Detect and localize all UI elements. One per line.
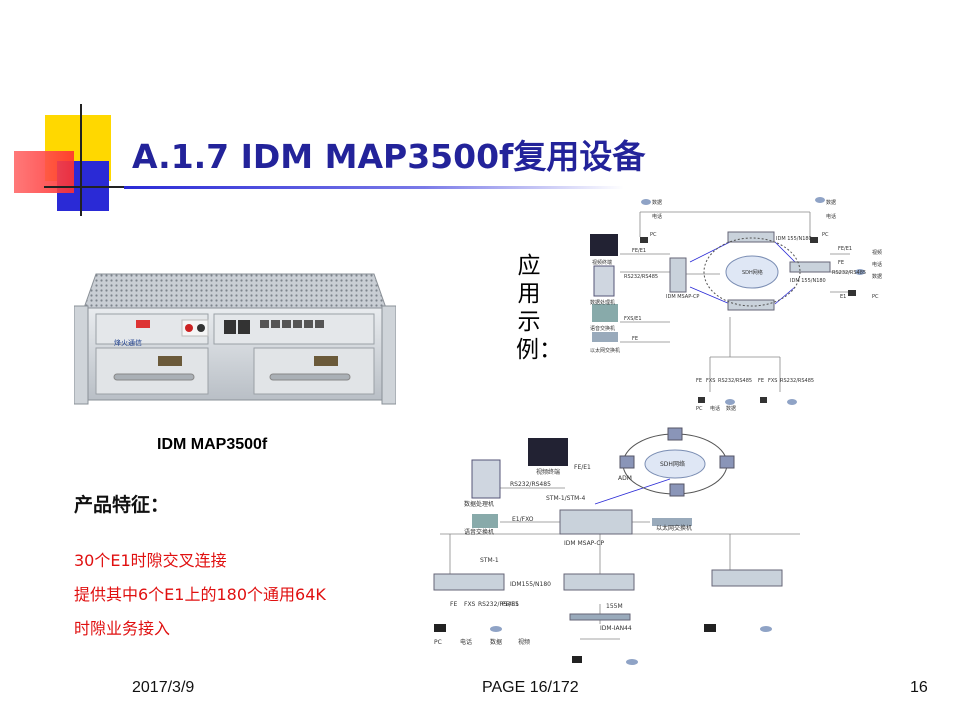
feature-item-3: 时隙业务接入 [74,619,171,638]
svg-text:FE/E1: FE/E1 [838,246,852,252]
features-heading: 产品特征： [74,494,170,516]
svg-text:ADM: ADM [618,475,632,482]
svg-text:E1/FXO: E1/FXO [512,516,534,523]
svg-text:数据: 数据 [490,638,502,646]
footer-date: 2017/3/9 [132,679,195,696]
svg-text:视频终端: 视频终端 [592,259,612,266]
svg-text:以太网交换机: 以太网交换机 [656,524,692,532]
svg-text:FE/E1: FE/E1 [632,248,646,254]
svg-text:FE: FE [838,260,844,266]
ethernet-switch-icon [592,332,618,342]
node-left-icon [433,573,505,591]
video-terminal-icon [528,438,568,466]
svg-text:RS232/RS485: RS232/RS485 [478,601,519,608]
svg-text:数据: 数据 [726,405,736,412]
svg-text:PC: PC [822,232,829,238]
svg-text:FE: FE [758,378,764,384]
svg-text:RS232/RS485: RS232/RS485 [510,481,551,488]
svg-text:数据处理机: 数据处理机 [464,500,494,508]
svg-text:IDM 155/N180: IDM 155/N180 [790,278,826,284]
decor-horizontal-line [44,186,144,188]
svg-text:数据: 数据 [826,199,836,206]
footer-slide-number: 16 [910,679,928,696]
svg-text:IDM-IAN44: IDM-IAN44 [600,625,632,632]
voice-switch-icon [472,514,498,528]
svg-text:视频终端: 视频终端 [536,468,560,476]
svg-text:电话: 电话 [652,213,662,220]
svg-text:FXS: FXS [464,601,476,608]
svg-text:语音交换机: 语音交换机 [464,528,494,536]
svg-text:FE/E1: FE/E1 [502,601,519,608]
svg-text:IDM155/N180: IDM155/N180 [510,581,551,588]
voice-switch-icon [592,304,618,322]
node-right-icon [789,261,831,273]
svg-text:FE: FE [696,378,702,384]
svg-text:视频: 视频 [872,249,882,256]
device-caption: IDM MAP3500f [157,436,268,453]
svg-text:IDM 155/N180: IDM 155/N180 [776,236,812,242]
application-label: 应用示例： [516,253,562,363]
svg-text:数据处理机: 数据处理机 [590,299,615,306]
svg-text:155M: 155M [606,603,623,610]
device-brand: 烽火通信 [114,338,142,347]
svg-text:FXS: FXS [706,378,715,384]
svg-text:电话: 电话 [826,213,836,220]
server-icon [471,459,501,499]
svg-text:PC: PC [434,639,442,646]
svg-text:视频: 视频 [518,638,530,646]
network-diagram-1: 数据 电话 PC 数据 电话 PC 视频终端 数据处理机 语音交换机 以太网交换… [590,197,882,412]
svg-text:STM-1/STM-4: STM-1/STM-4 [546,495,585,502]
svg-text:IDM MSAP-CP: IDM MSAP-CP [564,540,605,547]
svg-text:E1: E1 [840,294,846,300]
ethernet-switch-icon [652,518,692,526]
server-icon [593,265,615,297]
node-center-icon [563,573,635,591]
svg-text:数据: 数据 [652,199,662,206]
svg-text:SDH网络: SDH网络 [660,460,685,468]
feature-item-2: 提供其中6个E1上的180个通用64K [74,585,326,604]
svg-text:STM-1: STM-1 [480,557,499,564]
ian-device-icon [569,613,631,621]
svg-text:电话: 电话 [460,638,472,646]
msap-device-icon [669,257,687,293]
svg-text:RS232/RS485: RS232/RS485 [624,274,658,280]
svg-text:FE: FE [450,601,457,608]
sdh-cloud-icon [725,255,779,289]
svg-text:SDH网络: SDH网络 [742,269,763,276]
node-bottom-icon [727,299,775,311]
svg-text:电话: 电话 [872,261,882,268]
footer-page: PAGE 16/172 [482,679,579,696]
svg-text:RS232/RS485: RS232/RS485 [832,270,866,276]
svg-text:FE/E1: FE/E1 [574,464,591,471]
sdh-cloud-icon [644,449,706,479]
feature-item-1: 30个E1时隙交叉连接 [74,551,227,570]
device-photo: 烽火通信 [74,273,396,405]
svg-text:FXS: FXS [768,378,777,384]
svg-text:FXS/E1: FXS/E1 [624,316,642,322]
svg-text:PC: PC [872,294,879,300]
video-terminal-icon [590,234,618,256]
slide-title: A.1.7 IDM MAP3500f复用设备 [132,137,646,176]
svg-text:以太网交换机: 以太网交换机 [590,347,620,354]
svg-text:PC: PC [696,406,703,412]
svg-text:IDM MSAP-CP: IDM MSAP-CP [666,294,699,300]
svg-text:数据: 数据 [872,273,882,280]
node-top-icon [727,231,775,243]
node-right-icon [711,569,783,587]
network-diagram-2: 视频终端 FE/E1 RS232/RS485 数据处理机 STM-1/STM-4… [433,427,800,665]
svg-text:RS232/RS485: RS232/RS485 [780,378,814,384]
msap-cp-icon [559,509,633,535]
svg-text:FE: FE [632,336,638,342]
svg-text:PC: PC [650,232,657,238]
svg-text:电话: 电话 [710,405,720,412]
decor-vertical-line [80,104,82,216]
svg-text:语音交换机: 语音交换机 [590,325,615,332]
svg-text:RS232/RS485: RS232/RS485 [718,378,752,384]
title-underline [124,186,624,189]
